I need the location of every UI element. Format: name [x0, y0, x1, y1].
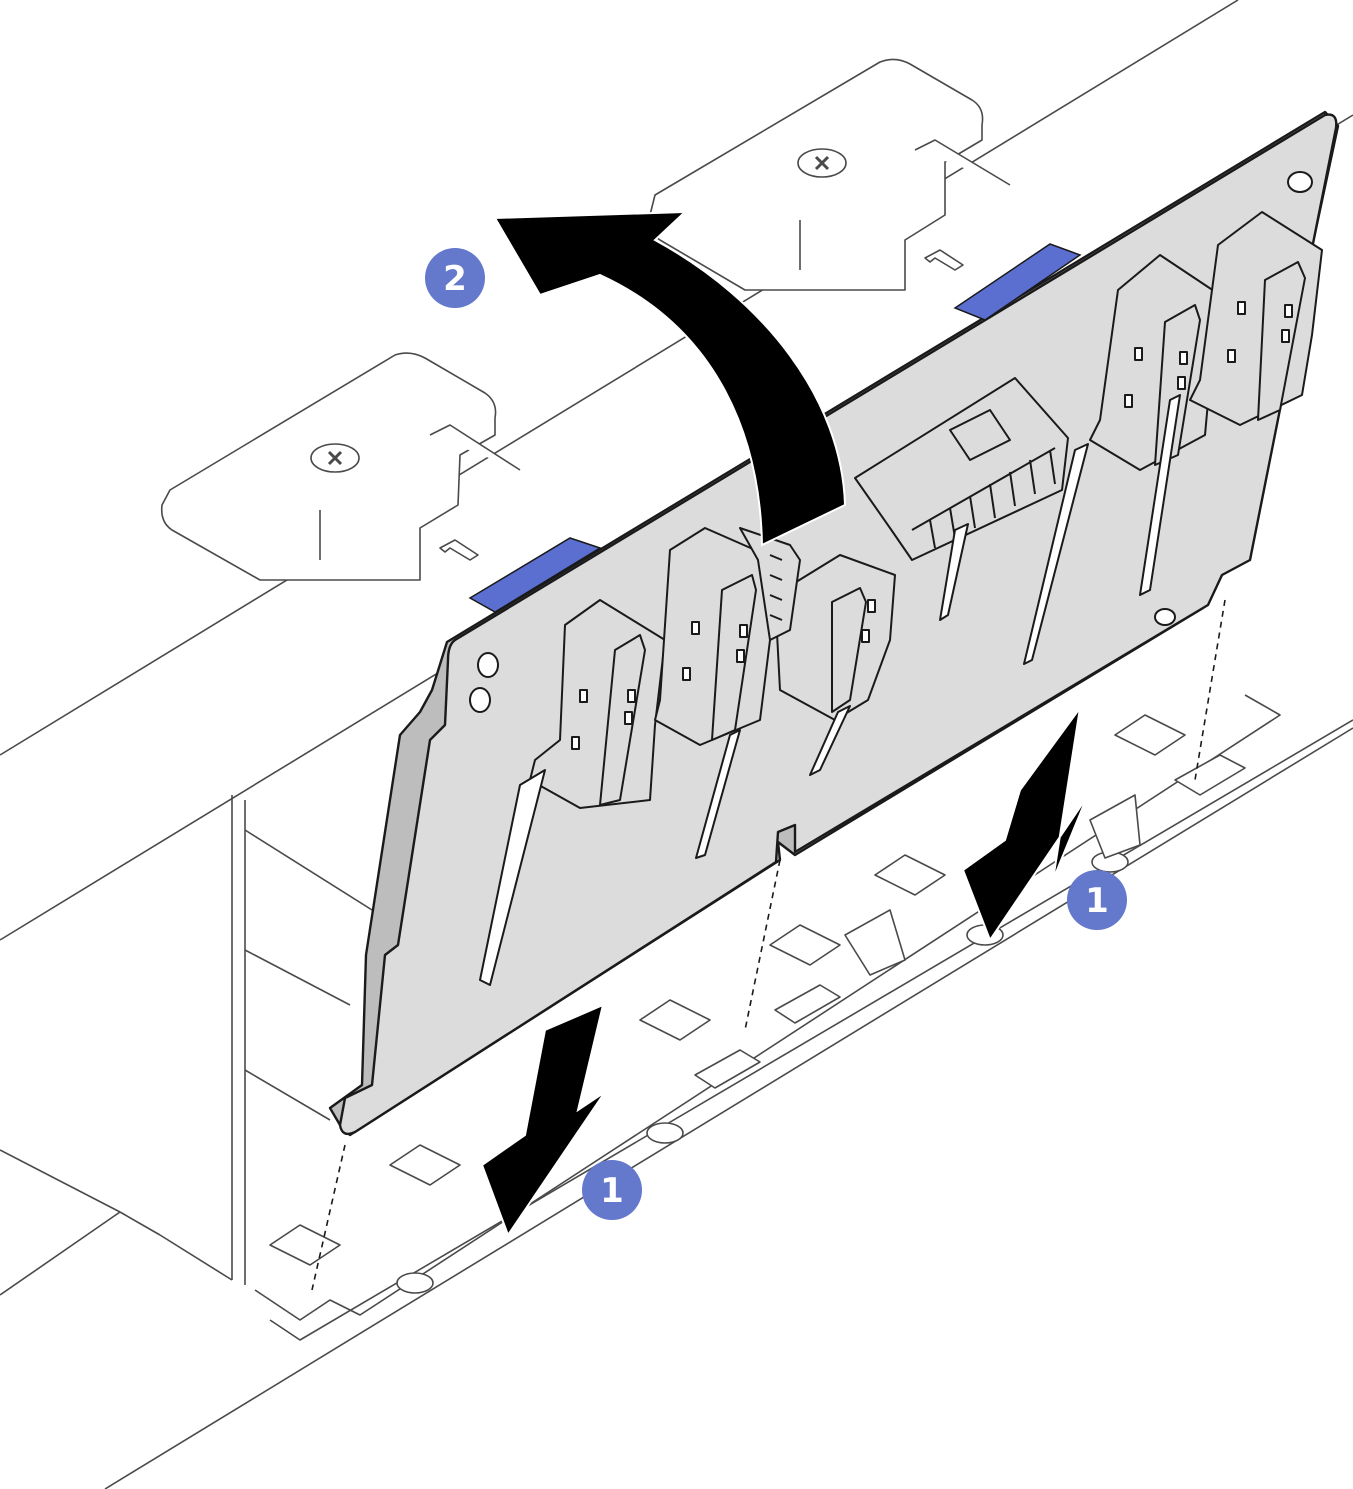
screw-icon — [797, 148, 847, 178]
callout-step-1: 1 — [582, 1160, 642, 1220]
mount-hole — [1154, 608, 1176, 626]
alignment-guides — [311, 599, 1226, 1291]
down-arrow — [480, 1003, 606, 1238]
touch-point-tabs — [468, 243, 1082, 613]
drive-connector — [1189, 211, 1323, 426]
callout-step-1: 1 — [1067, 870, 1127, 930]
rotate-arrow — [493, 210, 847, 547]
power-connector — [854, 377, 1069, 561]
mount-hole — [1287, 171, 1313, 193]
mount-hole — [477, 652, 499, 678]
down-arrow — [961, 707, 1088, 943]
svg-text:1: 1 — [600, 1171, 624, 1211]
tray-clips — [269, 714, 1246, 1294]
board-slots — [479, 394, 1181, 986]
drive-connector — [774, 554, 896, 721]
mount-hole — [469, 687, 491, 713]
svg-text:1: 1 — [1085, 881, 1109, 921]
drive-connector — [654, 527, 779, 746]
backplane-board — [328, 110, 1340, 1137]
signal-connector — [739, 527, 801, 641]
screw-icon — [310, 443, 360, 473]
callout-step-2: 2 — [425, 248, 485, 308]
svg-text:2: 2 — [443, 259, 467, 299]
drive-connector — [529, 599, 666, 809]
